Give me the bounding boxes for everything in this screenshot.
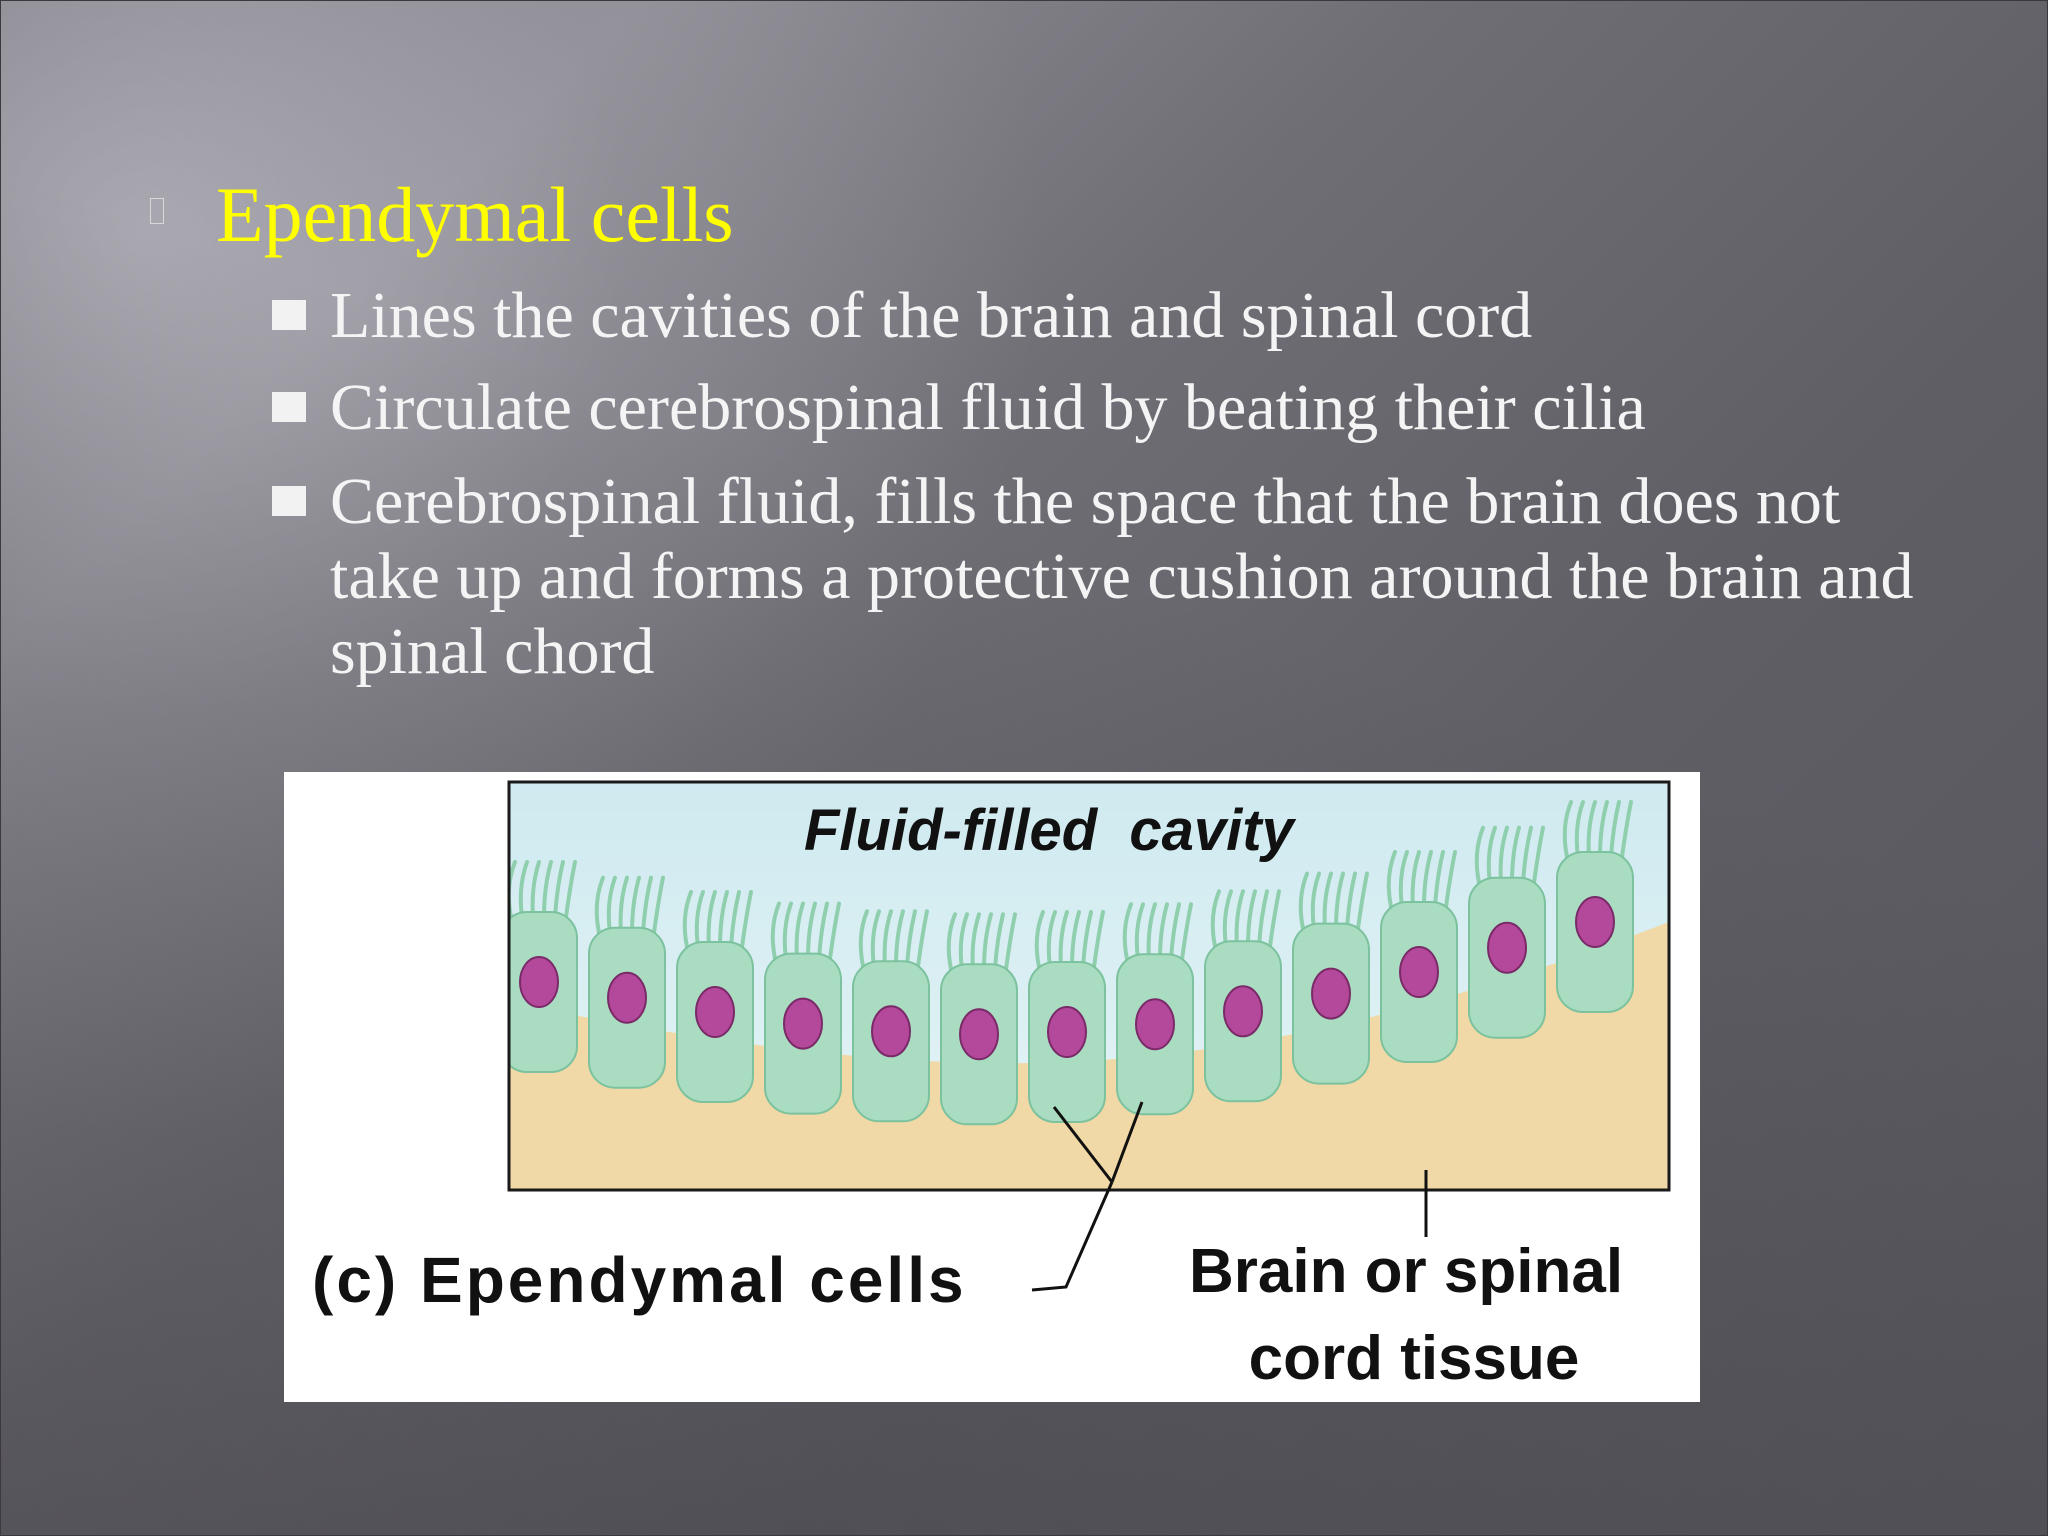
- cilium: [1004, 912, 1017, 972]
- bullet-item-2: Circulate cerebrospinal fluid by beating…: [272, 370, 1932, 445]
- ependymal-cell: [1380, 850, 1458, 1063]
- cell-nucleus: [519, 956, 559, 1008]
- cilium: [1034, 910, 1045, 969]
- cell-nucleus: [607, 971, 647, 1024]
- ependymal-cell: [940, 912, 1018, 1126]
- cell-nucleus: [1135, 998, 1175, 1051]
- cell-nucleus: [1487, 921, 1527, 974]
- tissue-layer: [509, 922, 1669, 1190]
- cilium: [594, 875, 605, 935]
- bullet-item-1: Lines the cavities of the brain and spin…: [272, 278, 1932, 353]
- cilium: [564, 860, 577, 919]
- cell-nucleus: [1399, 946, 1439, 998]
- ependymal-cell: [852, 909, 930, 1123]
- ependymal-cells-figure: Fluid-filled cavity (c) Ependymal cells …: [284, 772, 1700, 1402]
- cilium: [1268, 889, 1281, 949]
- cell-nucleus: [1311, 967, 1351, 1020]
- square-bullet-icon: [272, 300, 306, 330]
- ependymal-cell: [588, 875, 666, 1089]
- bullet-text-3: Cerebrospinal fluid, fills the space tha…: [330, 465, 1914, 688]
- figure-illustration: Fluid-filled cavity (c) Ependymal cells …: [312, 780, 1671, 1393]
- cilium: [858, 909, 869, 969]
- cilium: [916, 909, 929, 969]
- square-bullet-icon: [272, 392, 306, 422]
- cell-nucleus: [871, 1005, 911, 1058]
- cilium: [1356, 871, 1369, 931]
- cell-nucleus: [783, 997, 823, 1050]
- cilium: [1092, 910, 1105, 969]
- cilium: [1386, 850, 1397, 909]
- ependymal-cell: [1116, 902, 1194, 1116]
- cilium: [1210, 889, 1221, 949]
- cilium: [682, 890, 693, 949]
- pointer-line: [1031, 1181, 1114, 1292]
- ependymal-cell: [676, 890, 754, 1103]
- cilium: [740, 890, 753, 949]
- ependymal-cell: [764, 901, 842, 1115]
- cilium: [1620, 800, 1633, 859]
- bullet-item-3: Cerebrospinal fluid, fills the space tha…: [272, 464, 1932, 689]
- cilium: [1474, 825, 1485, 885]
- cell-nucleus: [1047, 1006, 1087, 1058]
- ependymal-cell: [1028, 910, 1106, 1123]
- cell-nucleus: [695, 986, 735, 1038]
- cilium: [770, 901, 781, 961]
- label-tissue-line-2: cord tissue: [1249, 1324, 1580, 1393]
- cilium: [1180, 902, 1193, 962]
- cross-section-border: [507, 780, 1671, 1192]
- bullet-text-1: Lines the cavities of the brain and spin…: [330, 279, 1533, 352]
- ependymal-cell: [1556, 800, 1634, 1013]
- cilium: [946, 912, 957, 972]
- label-ependymal-cells: (c) Ependymal cells: [312, 1244, 967, 1316]
- cross-section-drawing: [509, 782, 1669, 1190]
- cilium: [1562, 800, 1573, 859]
- cilium: [652, 875, 665, 935]
- ependymal-cell: [1468, 825, 1546, 1039]
- square-bullet-icon: [272, 486, 306, 516]
- ependymal-cell-row: [509, 800, 1634, 1126]
- label-tissue-line-1: Brain or spinal: [1189, 1237, 1623, 1306]
- heading-bullet-icon: [150, 198, 164, 224]
- cell-nucleus: [959, 1008, 999, 1061]
- slide-heading: Ependymal cells: [216, 171, 734, 258]
- cilium: [1444, 850, 1457, 909]
- cilium: [1122, 902, 1133, 962]
- cell-nucleus: [1575, 896, 1615, 948]
- bullet-text-2: Circulate cerebrospinal fluid by beating…: [330, 371, 1646, 444]
- pointer-line: [1052, 1106, 1114, 1183]
- cilium: [1532, 825, 1545, 885]
- label-fluid-cavity: Fluid-filled cavity: [804, 798, 1297, 863]
- ependymal-cell: [1204, 889, 1282, 1103]
- cilium: [828, 901, 841, 961]
- cilium: [1298, 871, 1309, 931]
- heading-row: Ependymal cells: [150, 170, 734, 260]
- cell-nucleus: [1223, 985, 1263, 1038]
- pointer-line: [1110, 1101, 1144, 1183]
- ependymal-cell: [1292, 871, 1370, 1085]
